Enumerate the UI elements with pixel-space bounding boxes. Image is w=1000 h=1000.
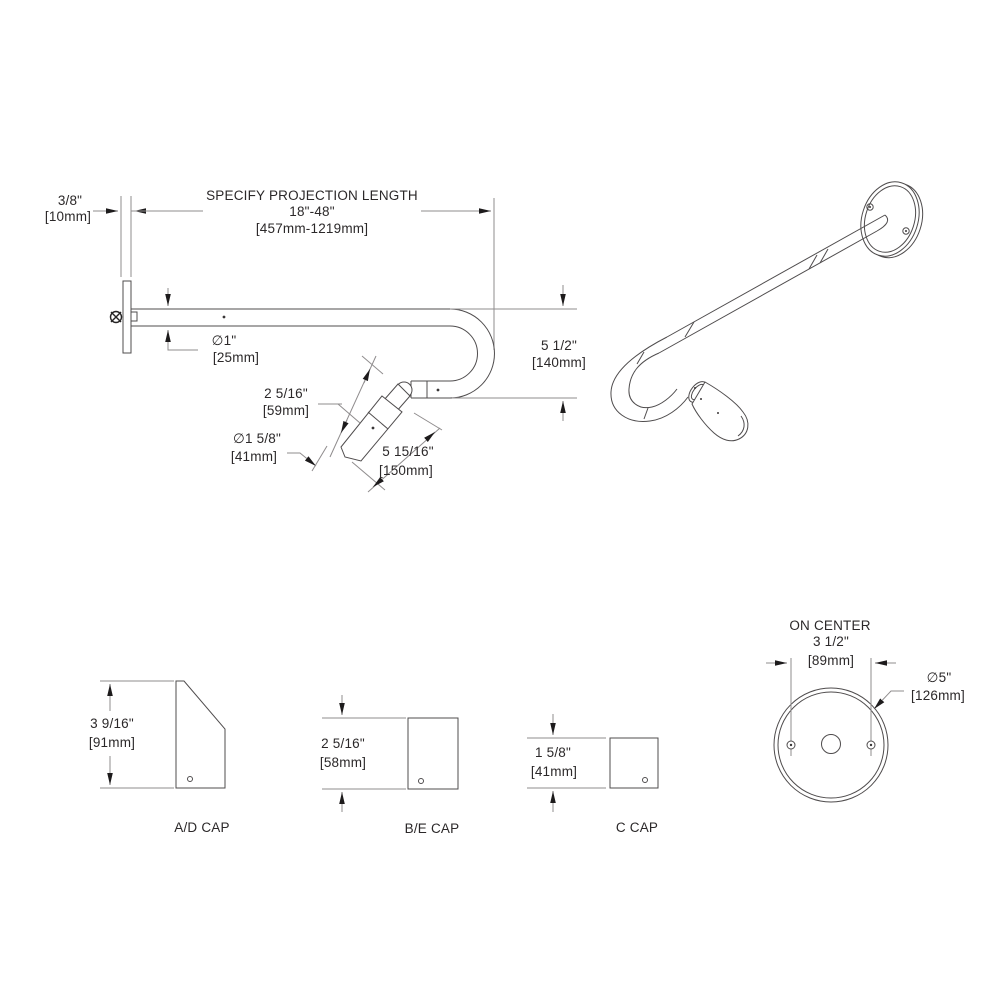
flange-center-hole xyxy=(821,734,841,754)
dim-cap-diameter-mm: [41mm] xyxy=(231,449,277,464)
dim-return-height-in: 5 1/2" xyxy=(541,338,577,353)
dim-cap-total-mm: [150mm] xyxy=(379,463,433,478)
dim-projection-label: SPECIFY PROJECTION LENGTH xyxy=(206,188,418,203)
tube-hub xyxy=(130,311,138,322)
mounting-screw-icon xyxy=(109,310,123,324)
iso-flange xyxy=(860,181,920,257)
ad-cap-outline xyxy=(175,680,226,789)
flange-outer-circle xyxy=(773,687,889,803)
flange-face-view: ON CENTER 3 1/2" [89mm] ∅5" [126mm] xyxy=(766,618,965,803)
be-cap-label: B/E CAP xyxy=(405,821,460,836)
dim-cap-segment-in: 2 5/16" xyxy=(264,386,308,401)
dim-projection-range-in: 18"-48" xyxy=(289,204,335,219)
isometric-view xyxy=(610,181,924,442)
ad-cap-dim-mm: [91mm] xyxy=(89,735,135,750)
dim-return-height-mm: [140mm] xyxy=(532,355,586,370)
ad-cap-dim-in: 3 9/16" xyxy=(90,716,134,731)
dim-plate-thickness-in: 3/8" xyxy=(58,193,82,208)
c-cap-label: C CAP xyxy=(616,820,658,835)
on-center-in: 3 1/2" xyxy=(813,634,849,649)
iso-end-cap xyxy=(691,381,749,442)
be-cap-view: 2 5/16" [58mm] B/E CAP xyxy=(320,695,459,836)
angled-end-cap xyxy=(340,381,413,462)
dim-plate-thickness-mm: [10mm] xyxy=(45,209,91,224)
on-center-label: ON CENTER xyxy=(789,618,870,633)
be-cap-dim-in: 2 5/16" xyxy=(321,736,365,751)
u-bend-inner xyxy=(449,325,478,382)
dim-tube-diameter-in: ∅1" xyxy=(212,333,237,348)
be-cap-dim-mm: [58mm] xyxy=(320,755,366,770)
on-center-mm: [89mm] xyxy=(808,653,854,668)
dim-projection-range-mm: [457mm-1219mm] xyxy=(256,221,368,236)
c-cap-dim-in: 1 5/8" xyxy=(535,745,571,760)
c-cap-dim-mm: [41mm] xyxy=(531,764,577,779)
u-bend-outer xyxy=(449,308,495,399)
dim-cap-total-in: 5 15/16" xyxy=(382,444,433,459)
ad-cap-label: A/D CAP xyxy=(174,820,229,835)
flange-diameter-mm: [126mm] xyxy=(911,688,965,703)
dim-tube-diameter-mm: [25mm] xyxy=(213,350,259,365)
flange-diameter-in: ∅5" xyxy=(927,670,952,685)
dim-cap-segment-mm: [59mm] xyxy=(263,403,309,418)
wall-plate-side xyxy=(122,280,132,354)
main-side-view: 3/8" [10mm] SPECIFY PROJECTION LENGTH 18… xyxy=(45,188,586,493)
be-cap-outline xyxy=(407,717,459,790)
c-cap-view: 1 5/8" [41mm] C CAP xyxy=(527,714,659,835)
c-cap-outline xyxy=(609,737,659,789)
dim-cap-diameter-in: ∅1 5/8" xyxy=(233,431,281,446)
ad-cap-view: 3 9/16" [91mm] A/D CAP xyxy=(89,680,230,835)
